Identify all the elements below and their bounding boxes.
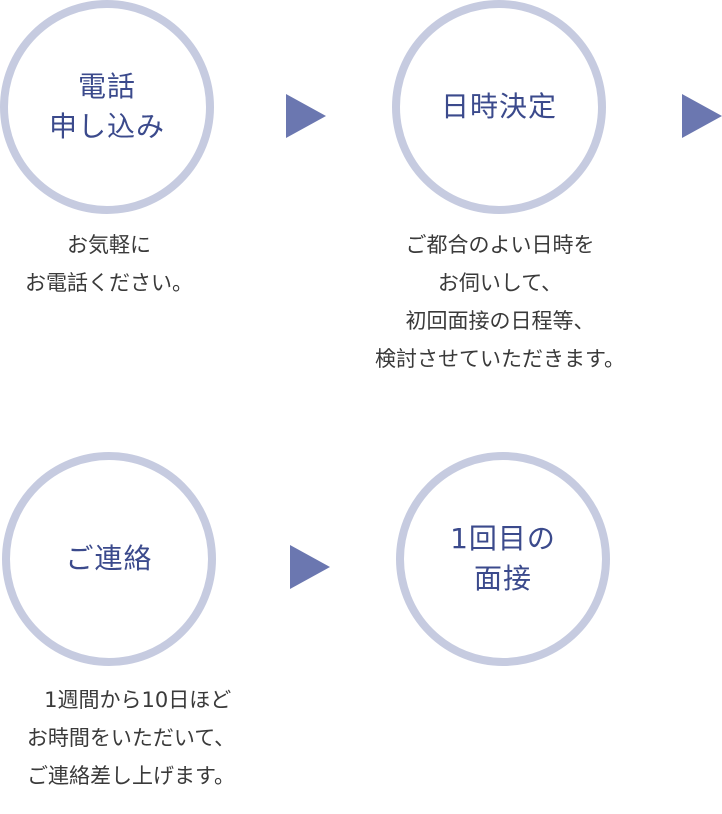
- step-1-circle: 電話 申し込み: [0, 0, 214, 214]
- step-3-title: ご連絡: [65, 542, 153, 575]
- arrow-right-icon: [286, 94, 326, 138]
- step-3-circle: ご連絡: [2, 452, 216, 666]
- step-4-title: 1回目の 面接: [450, 522, 556, 595]
- step-2-circle: 日時決定: [392, 0, 606, 214]
- step-2-title: 日時決定: [440, 90, 557, 123]
- arrow-right-icon: [682, 94, 722, 138]
- step-1-title: 電話 申し込み: [48, 70, 165, 143]
- step-4-circle: 1回目の 面接: [396, 452, 610, 666]
- arrow-right-icon: [290, 545, 330, 589]
- step-2-description: ご都合のよい日時を お伺いして、 初回面接の日程等、 検討させていただきます。: [375, 233, 625, 371]
- step-1-description: お気軽に お電話ください。: [25, 233, 193, 295]
- step-3-description: 1週間から10日ほど お時間をいただいて、 ご連絡差し上げます。: [26, 688, 236, 788]
